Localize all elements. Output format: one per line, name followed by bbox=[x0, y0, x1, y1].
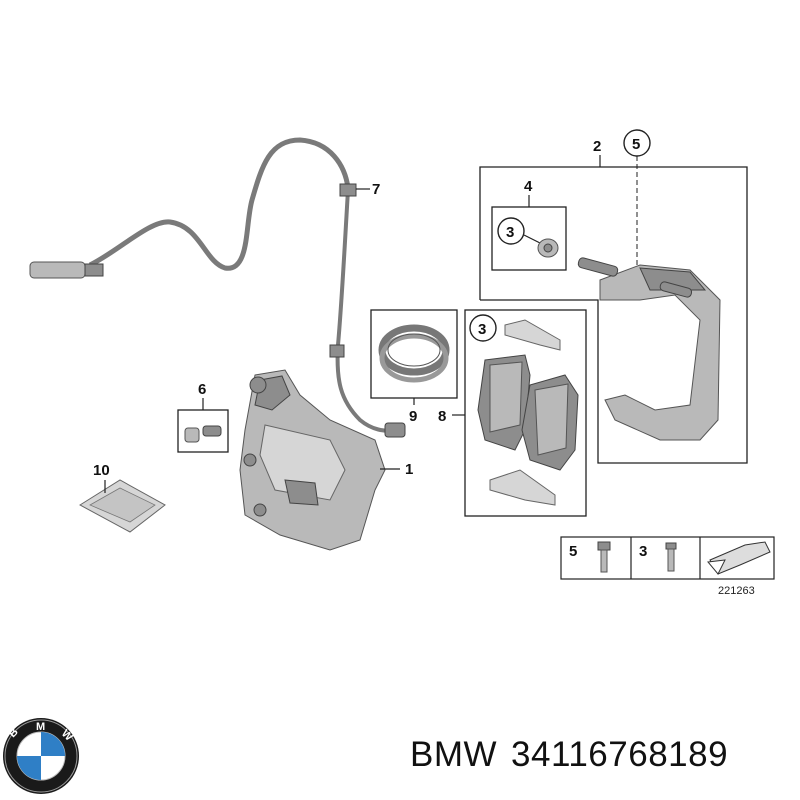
callout-2: 2 bbox=[593, 138, 601, 155]
bmw-logo-letter-m: M bbox=[36, 721, 45, 733]
wear-sensor-cable bbox=[29, 137, 406, 438]
callout-3-lower: 3 bbox=[478, 321, 486, 338]
brand-name: BMW bbox=[410, 735, 498, 774]
callout-6: 6 bbox=[198, 381, 206, 398]
diagram-reference-number: 221263 bbox=[718, 585, 755, 597]
callout-10: 10 bbox=[93, 462, 110, 479]
guide-bolt-group: 4 3 bbox=[491, 178, 567, 271]
bleeder-cap bbox=[184, 427, 200, 443]
callout-3-upper: 3 bbox=[506, 224, 514, 241]
brake-carrier bbox=[599, 264, 721, 441]
bleeder-group: 6 bbox=[177, 381, 229, 453]
callout-7: 7 bbox=[372, 181, 380, 198]
brake-caliper bbox=[239, 369, 386, 551]
legend-box: 5 3 bbox=[560, 536, 775, 580]
callout-5: 5 bbox=[632, 136, 640, 153]
legend-item-5: 5 bbox=[569, 543, 577, 560]
callout-4: 4 bbox=[524, 178, 533, 195]
bmw-logo: B M W bbox=[3, 718, 79, 794]
sensor-tip bbox=[384, 422, 406, 438]
arrow-icon bbox=[707, 541, 771, 575]
screw-icon bbox=[665, 542, 677, 572]
part-caption: BMW 34116768189 bbox=[410, 735, 795, 795]
grease-sachet bbox=[79, 479, 166, 533]
seal-kit-group: 9 bbox=[370, 309, 458, 425]
bolt-icon bbox=[597, 541, 611, 573]
sensor-connector bbox=[29, 261, 86, 279]
legend-item-3: 3 bbox=[639, 543, 647, 560]
bleeder-screw bbox=[202, 425, 222, 437]
carrier-group: 2 5 bbox=[479, 129, 748, 464]
callout-8: 8 bbox=[438, 408, 446, 425]
part-number: 34116768189 bbox=[511, 735, 729, 774]
callout-9: 9 bbox=[409, 408, 417, 425]
callout-1: 1 bbox=[405, 461, 413, 478]
brake-pads-group: 8 3 bbox=[438, 309, 587, 517]
